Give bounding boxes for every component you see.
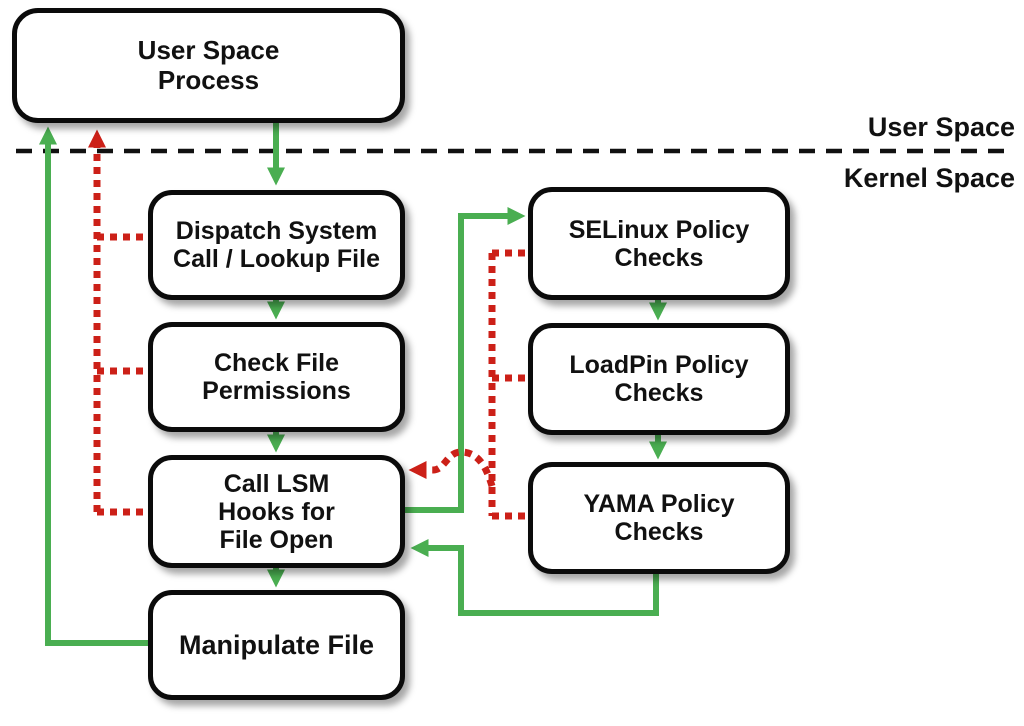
box-call-lsm-hooks-label: Call LSM Hooks for File Open — [218, 469, 335, 554]
box-dispatch-system-call-label: Dispatch System Call / Lookup File — [173, 217, 380, 273]
deny-arrow-policies-to-lsm-hooks — [408, 448, 496, 488]
box-loadpin-policy-checks: LoadPin Policy Checks — [528, 323, 790, 435]
box-manipulate-file: Manipulate File — [148, 590, 405, 700]
box-manipulate-file-label: Manipulate File — [178, 629, 375, 660]
box-user-space-process-label: User Space Process — [137, 35, 280, 95]
box-yama-policy-checks: YAMA Policy Checks — [528, 462, 790, 574]
arrow-lsm-hooks-to-selinux — [404, 207, 526, 513]
box-dispatch-system-call: Dispatch System Call / Lookup File — [148, 190, 405, 300]
box-check-file-permissions-label: Check File Permissions — [202, 349, 351, 405]
box-user-space-process: User Space Process — [12, 8, 405, 123]
kernel-space-label: Kernel Space — [843, 163, 1015, 193]
box-call-lsm-hooks: Call LSM Hooks for File Open — [148, 455, 405, 568]
arrow-manipulate-file-to-user-process — [39, 126, 148, 646]
box-yama-policy-checks-label: YAMA Policy Checks — [583, 490, 735, 546]
arrow-yama-return-to-lsm-hooks — [410, 539, 659, 616]
box-selinux-policy-checks: SELinux Policy Checks — [528, 187, 790, 300]
user-space-label: User Space — [867, 112, 1015, 142]
box-loadpin-policy-checks-label: LoadPin Policy Checks — [569, 351, 749, 407]
box-selinux-policy-checks-label: SELinux Policy Checks — [568, 215, 750, 272]
box-check-file-permissions: Check File Permissions — [148, 322, 405, 432]
